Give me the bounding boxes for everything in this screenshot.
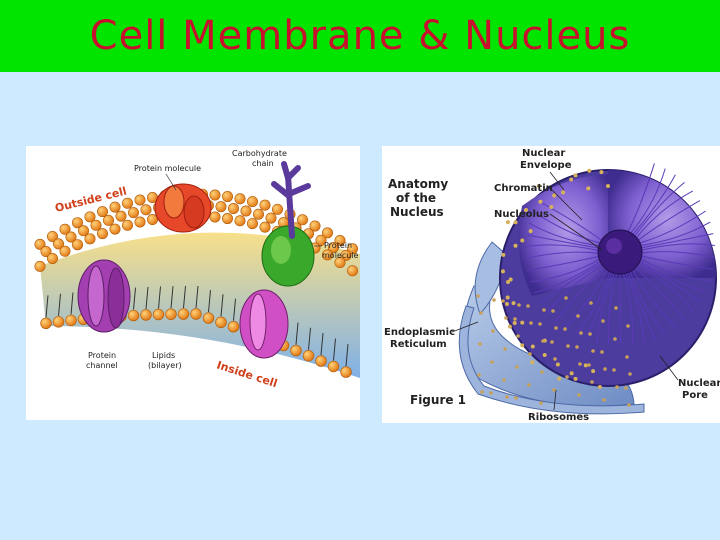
title-bar: Cell Membrane & Nucleus <box>0 0 720 72</box>
label-ribosomes: Ribosomes <box>528 412 589 423</box>
protein-channel-right <box>239 289 289 359</box>
label-chromatin: Chromatin <box>494 183 553 194</box>
label-lipids-2: (bilayer) <box>148 361 182 370</box>
ribosome-dots <box>476 294 632 407</box>
label-protein-molecule-right-2: molecule <box>322 251 359 260</box>
label-endoplasmic-2: Reticulum <box>390 339 447 350</box>
label-carbohydrate-2: chain <box>252 159 274 168</box>
carbohydrate-chain <box>271 161 311 239</box>
nucleus-heading-2: of the <box>396 191 436 205</box>
nucleus-svg: Anatomy of the Nucleus Nuclear Envelope … <box>384 148 720 423</box>
label-protein-channel-1: Protein <box>88 351 116 360</box>
label-protein-molecule-right-1: Protein <box>324 241 352 250</box>
label-endoplasmic-1: Endoplasmic <box>384 327 455 338</box>
label-nuclear-pore-1: Nuclear <box>678 378 720 389</box>
label-protein-channel-2: channel <box>86 361 118 370</box>
label-nuclear-envelope-1: Nuclear <box>522 148 565 159</box>
label-nuclear-envelope-2: Envelope <box>520 160 572 171</box>
nucleus-heading-1: Anatomy <box>388 177 448 191</box>
cell-membrane-diagram: Protein molecule Carbohydrate chain Outs… <box>26 146 360 420</box>
page-title: Cell Membrane & Nucleus <box>89 13 631 59</box>
chromatin <box>525 163 715 348</box>
cell-membrane-svg: Protein molecule Carbohydrate chain Outs… <box>34 149 360 390</box>
protein-channel-left <box>77 259 131 333</box>
nucleus-diagram: Anatomy of the Nucleus Nuclear Envelope … <box>382 146 720 423</box>
nucleus-heading-3: Nucleus <box>390 205 444 219</box>
figure-caption: Figure 1 <box>410 393 466 407</box>
label-protein-molecule: Protein molecule <box>134 164 201 173</box>
label-carbohydrate-1: Carbohydrate <box>232 149 287 158</box>
label-inside-cell: Inside cell <box>215 358 279 390</box>
label-nucleolus: Nucleolus <box>494 209 549 220</box>
nucleolus <box>597 229 643 275</box>
label-lipids-1: Lipids <box>152 351 175 360</box>
label-nuclear-pore-2: Pore <box>682 390 708 401</box>
